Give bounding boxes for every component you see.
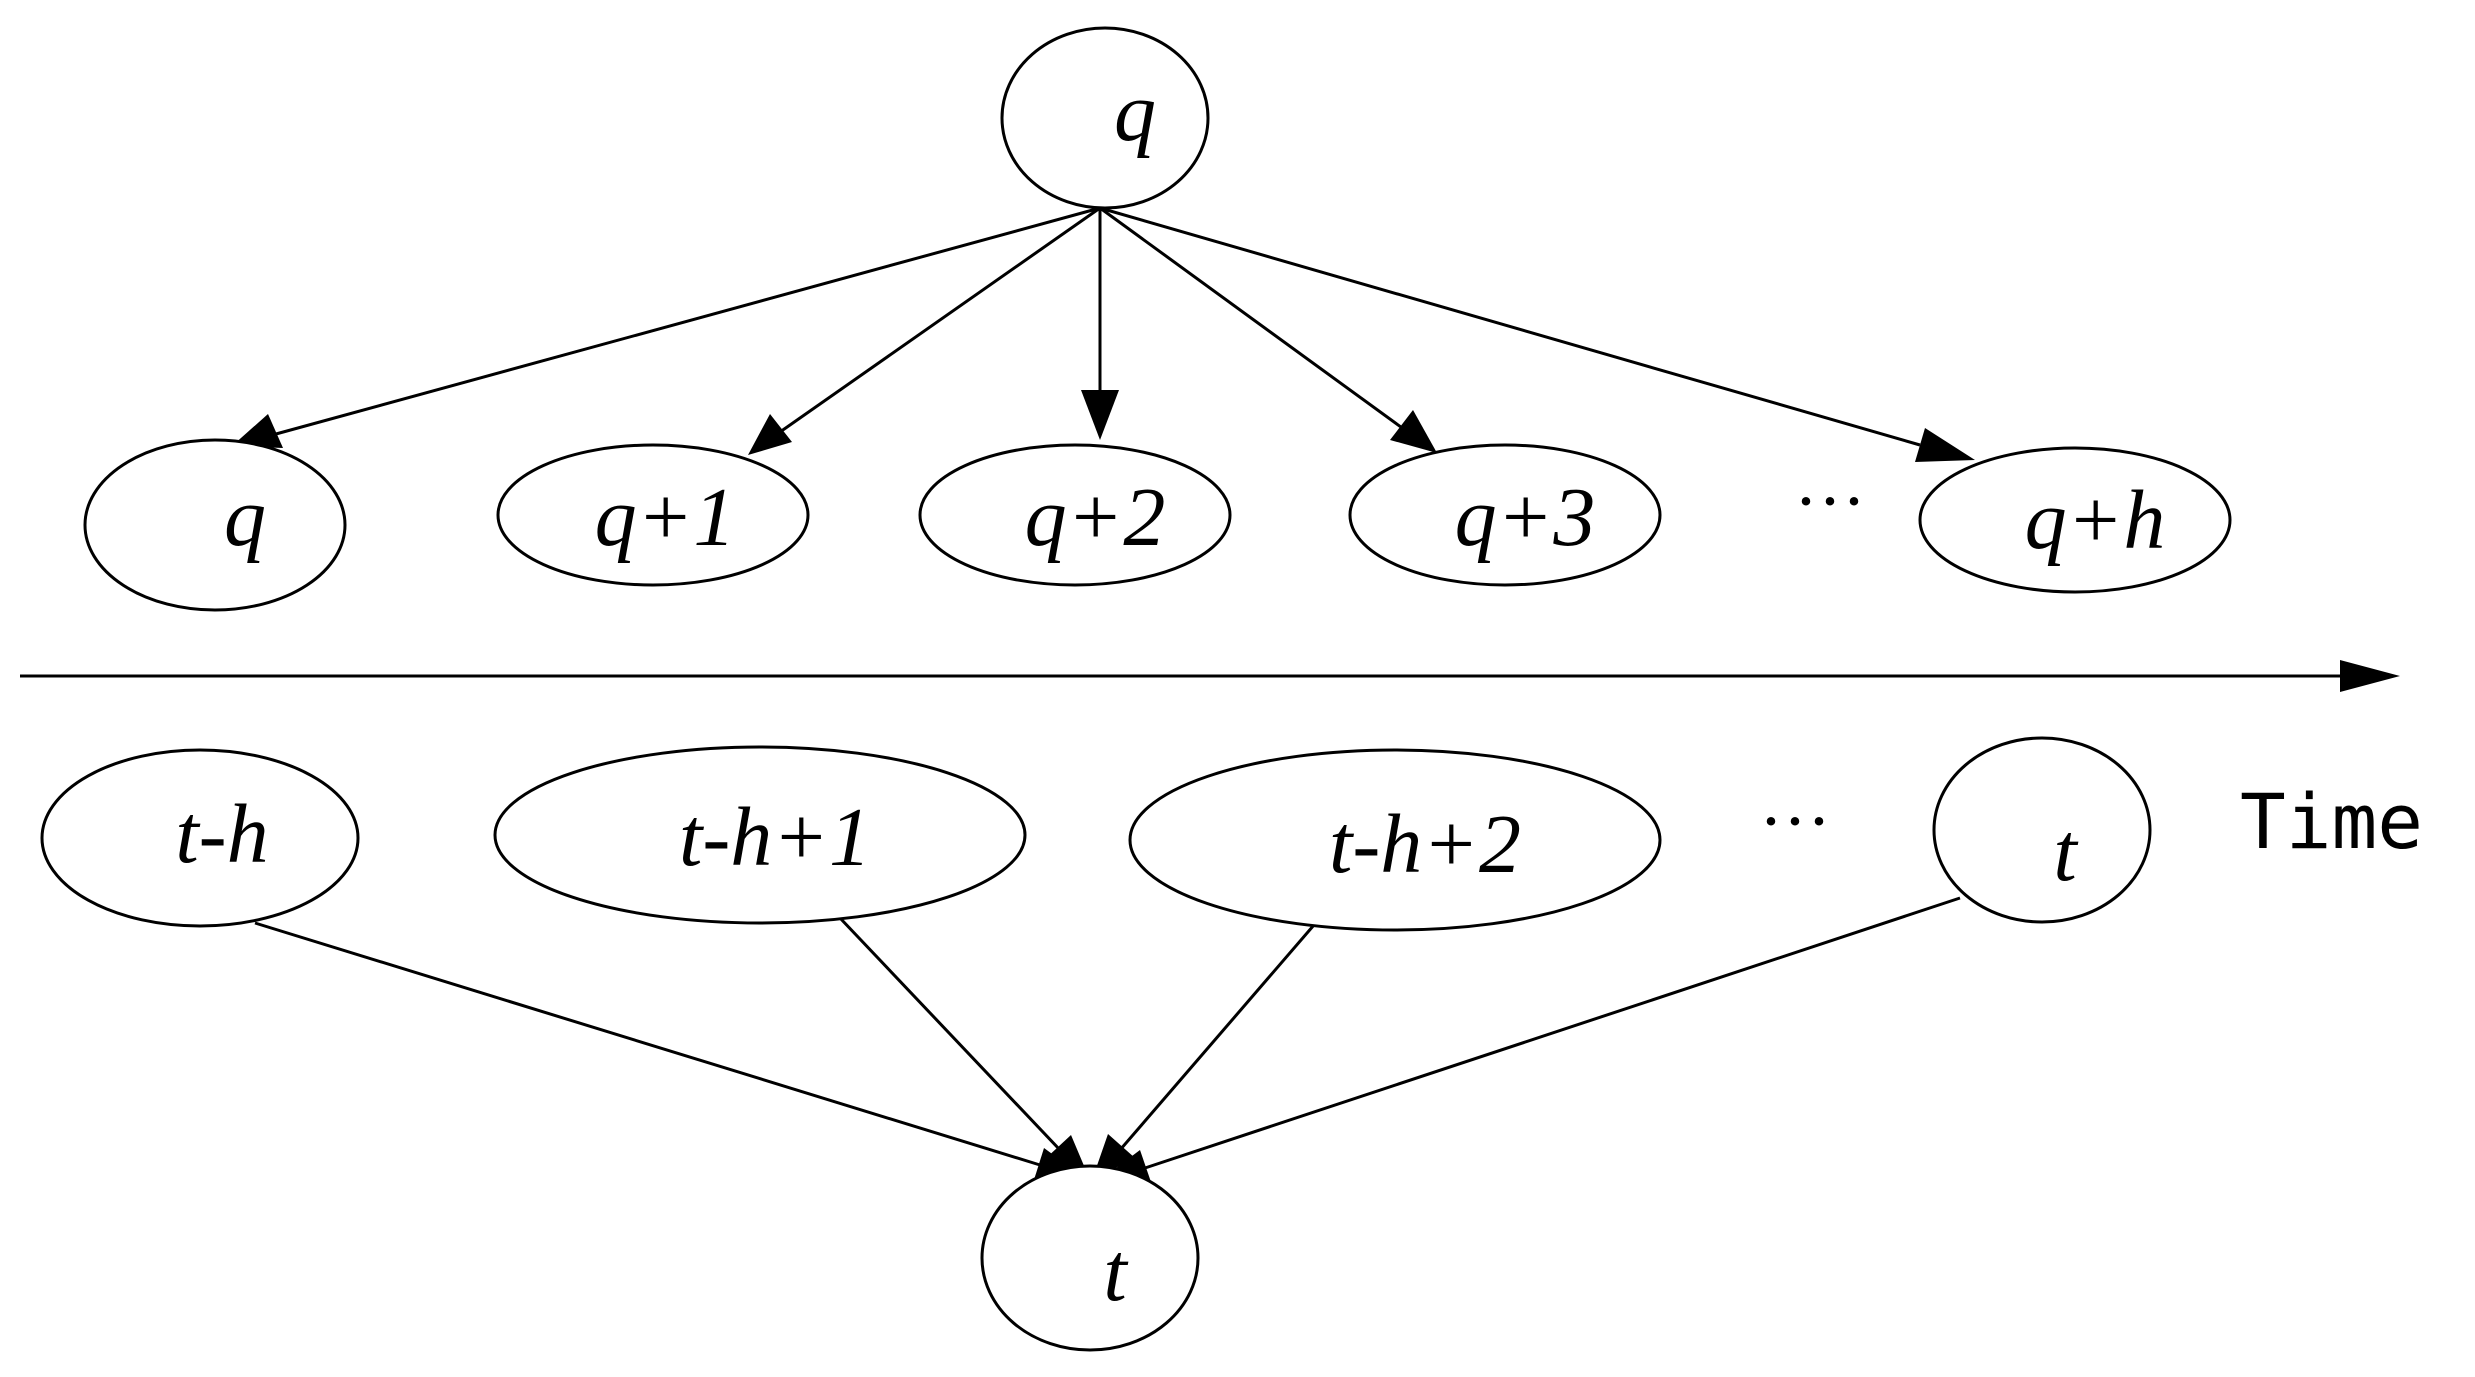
time-axis-arrowhead [2340, 660, 2400, 692]
target-node-q-plus-3: q+3 [1348, 443, 1662, 587]
target-node-q-plus-2-label: q+2 [1025, 471, 1166, 564]
target-node-q-plus-h-ellipse [1918, 446, 2232, 594]
top-node: q [1000, 26, 1210, 210]
edge-t-to-t [1144, 896, 1961, 1170]
target-nodes-ellipsis: ··· [1794, 461, 1866, 541]
edge-t-h-plus-2-to-t [1118, 917, 1322, 1151]
source-node-t-h-plus-2-label: t-h+2 [1329, 798, 1521, 891]
source-node-t-h-plus-1-label: t-h+1 [679, 791, 871, 884]
target-node-q-plus-2: q+2 [918, 443, 1232, 587]
arrowhead-q-plus-1 [748, 414, 792, 455]
edge-q-to-q-plus-1 [779, 206, 1101, 434]
target-node-q-plus-1-label: q+1 [595, 471, 736, 564]
target-node-q-plus-3-ellipse [1348, 443, 1662, 587]
source-node-t-h: t-h [40, 748, 360, 928]
bottom-edges [254, 896, 1961, 1185]
bottom-node-ellipse [980, 1164, 1200, 1352]
time-axis: Time [20, 660, 2423, 866]
source-node-t-label: t [2053, 806, 2079, 899]
target-node-q-plus-h: q+h [1918, 446, 2232, 594]
target-node-q-plus-1: q+1 [496, 443, 810, 587]
source-node-t-ellipse [1932, 736, 2152, 924]
bottom-node: t [980, 1164, 1200, 1352]
target-node-q-label: q [224, 471, 266, 564]
target-node-q-plus-1-ellipse [496, 443, 810, 587]
target-node-q: q [83, 438, 347, 612]
target-node-q-plus-2-ellipse [918, 443, 1232, 587]
top-node-ellipse [1000, 26, 1210, 210]
edge-t-h-plus-1-to-t [838, 916, 1062, 1152]
source-node-t-h-plus-2: t-h+2 [1128, 748, 1662, 932]
arrowhead-q-plus-3 [1390, 410, 1437, 453]
edge-q-to-q [264, 206, 1101, 439]
edge-q-to-q-plus-h [1099, 206, 1921, 447]
source-node-t-h-label: t-h [175, 788, 268, 881]
source-node-t-h-ellipse [40, 748, 360, 928]
source-nodes-ellipsis: ··· [1759, 781, 1831, 861]
target-node-q-plus-h-label: q+h [2025, 474, 2166, 567]
source-node-t-h-plus-1: t-h+1 [493, 745, 1027, 925]
arrowhead-q-plus-h [1915, 428, 1975, 462]
source-nodes: t-h t-h+1 t-h+2 ··· t [40, 736, 2152, 932]
bottom-node-label: t [1103, 1226, 1129, 1319]
top-edges [232, 206, 1975, 462]
target-node-q-plus-3-label: q+3 [1455, 471, 1596, 564]
arrowhead-q-plus-2 [1081, 390, 1119, 440]
target-node-q-ellipse [83, 438, 347, 612]
source-node-t: t [1932, 736, 2152, 924]
time-axis-label: Time [2240, 777, 2423, 866]
arrowhead-q [232, 414, 283, 448]
edge-q-to-q-plus-3 [1099, 206, 1406, 432]
target-nodes: q q+1 q+2 q+3 ··· q+h [83, 438, 2232, 612]
edge-t-h-to-t [254, 921, 1041, 1167]
source-node-t-h-plus-1-ellipse [493, 745, 1027, 925]
top-node-label: q [1114, 66, 1156, 159]
source-node-t-h-plus-2-ellipse [1128, 748, 1662, 932]
